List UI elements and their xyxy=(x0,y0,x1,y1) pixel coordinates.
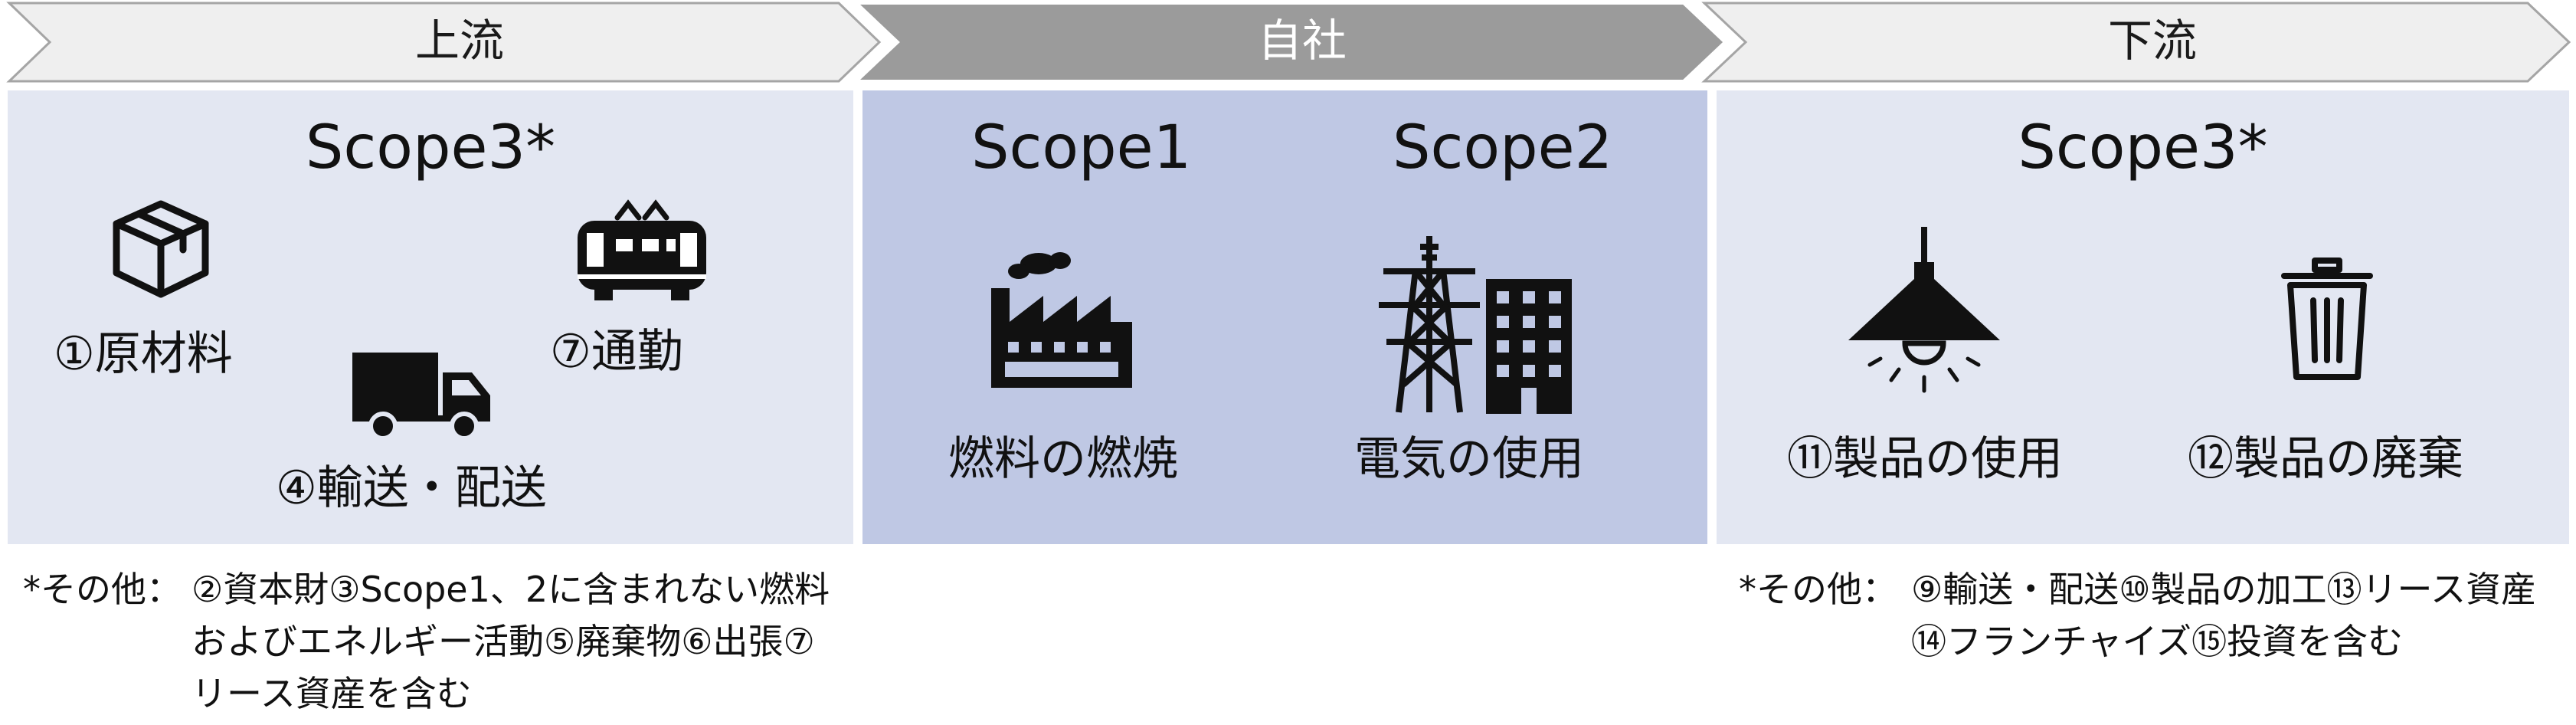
company-arrow xyxy=(852,1,1727,83)
label-electricity-use: 電気の使用 xyxy=(1354,432,1584,486)
downstream-footnote: *その他： ⑨輸送・配送⑩製品の加工⑬リース資産⑭フランチャイズ⑮投資を含む xyxy=(1739,563,2566,678)
lamp-icon xyxy=(1848,227,2000,393)
label-transport: ④輸送・配送 xyxy=(276,461,547,515)
label-fuel-combustion: 燃料の燃焼 xyxy=(948,432,1178,486)
label-commuting: ⑦通勤 xyxy=(550,325,683,379)
trash-can-icon xyxy=(2281,258,2373,380)
scope2-title: Scope2 xyxy=(1393,113,1613,182)
upstream-panel: Scope3* ①原材料 ⑦通勤 ④輸送・配送 xyxy=(8,90,853,544)
downstream-scope-title: Scope3* xyxy=(2018,113,2268,182)
downstream-footnote-lead: *その他： xyxy=(1739,569,1897,610)
upstream-footnote-lead: *その他： xyxy=(23,569,182,610)
downstream-panel: Scope3* ⑪製品の使用 ⑫製品の廃棄 xyxy=(1717,90,2569,544)
upstream-arrow xyxy=(6,2,882,83)
train-icon xyxy=(578,199,706,300)
label-product-use: ⑪製品の使用 xyxy=(1787,432,2063,486)
upstream-scope-title: Scope3* xyxy=(305,113,556,182)
label-raw-materials: ①原材料 xyxy=(54,327,233,381)
factory-icon xyxy=(991,252,1132,388)
stage-arrows xyxy=(6,1,2571,83)
scope1-title: Scope1 xyxy=(971,113,1192,182)
truck-icon xyxy=(352,353,490,441)
stage-label-upstream: 上流 xyxy=(414,15,504,67)
power-tower-building-icon xyxy=(1379,236,1572,414)
box-icon xyxy=(113,200,209,298)
company-panel: Scope1 Scope2 燃料の燃焼 電気の使用 xyxy=(862,90,1707,544)
downstream-footnote-body: ⑨輸送・配送⑩製品の加工⑬リース資産⑭フランチャイズ⑮投資を含む xyxy=(1911,569,2537,662)
stage-label-downstream: 下流 xyxy=(2107,15,2197,67)
upstream-footnote: *その他： ②資本財③Scope1、2に含まれない燃料およびエネルギー活動⑤廃棄… xyxy=(23,563,830,717)
label-product-disposal: ⑫製品の廃棄 xyxy=(2188,432,2463,486)
upstream-footnote-body: ②資本財③Scope1、2に含まれない燃料およびエネルギー活動⑤廃棄物⑥出張⑦リ… xyxy=(191,569,830,714)
downstream-arrow xyxy=(1701,2,2571,83)
stage-label-company: 自社 xyxy=(1257,15,1347,67)
